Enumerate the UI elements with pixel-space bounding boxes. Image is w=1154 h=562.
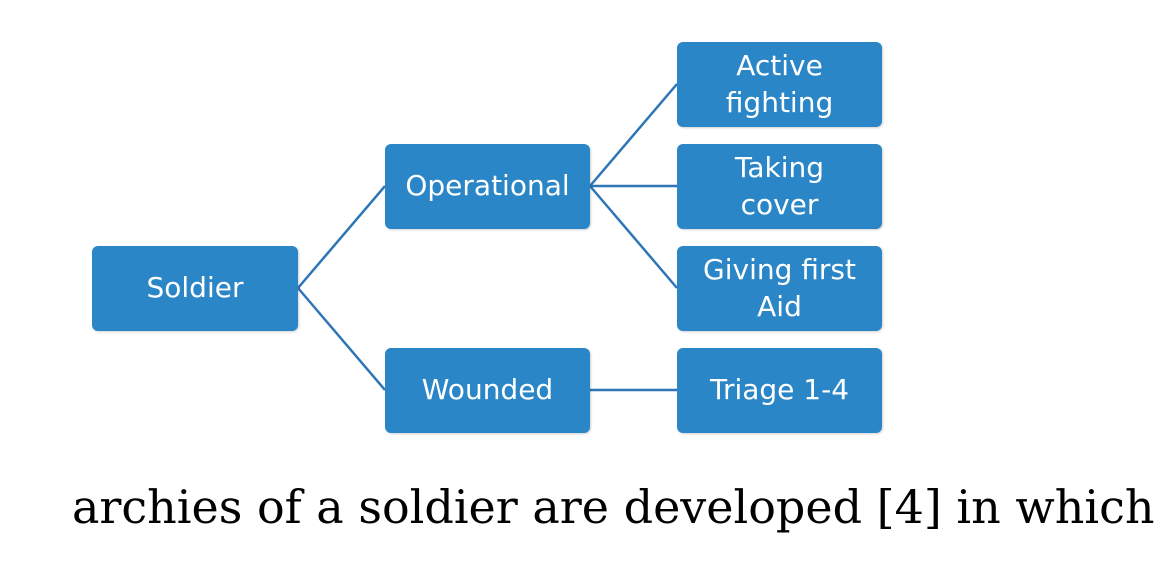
node-triage: Triage 1-4 [677, 348, 882, 433]
connector-soldier-wounded [297, 287, 386, 391]
node-active-fighting: Active fighting [677, 42, 882, 127]
connector-operational-giving [589, 185, 678, 289]
connector-lines [297, 83, 678, 392]
node-operational: Operational [385, 144, 590, 229]
connector-operational-active [589, 83, 678, 187]
node-wounded: Wounded [385, 348, 590, 433]
partial-caption-text: archies of a soldier are developed [4] i… [72, 480, 1154, 534]
connector-soldier-operational [297, 185, 386, 289]
soldier-state-tree-diagram: Soldier Operational Wounded Active fight… [92, 42, 882, 433]
node-giving-first-aid: Giving first Aid [677, 246, 882, 331]
node-soldier: Soldier [92, 246, 298, 331]
node-taking-cover: Taking cover [677, 144, 882, 229]
